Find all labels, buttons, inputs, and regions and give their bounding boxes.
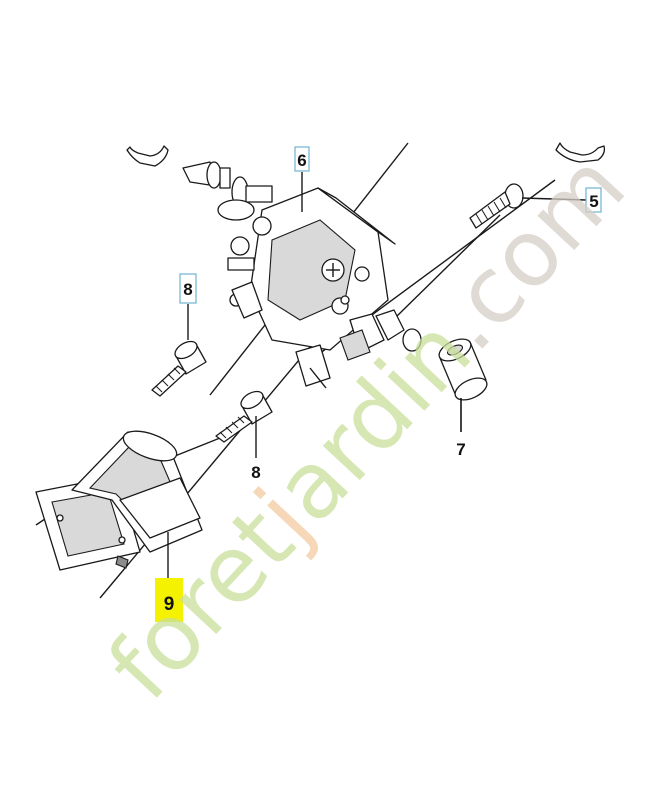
carburetor [227,187,422,389]
part-label-8-lower: 8 [251,463,260,482]
part-label-5: 5 [585,187,602,213]
part-label-6: 6 [294,146,310,172]
part-label-7: 7 [456,440,465,459]
part-number: 9 [164,594,175,615]
clip-fragment [126,145,169,167]
label-box [179,273,197,304]
bolt-8-upper [151,304,207,397]
part-number: 5 [589,192,598,211]
part-number: 8 [251,463,260,482]
intake-flange-9 [35,430,203,578]
spacer-7 [438,338,488,432]
part-label-9: 9 [155,578,183,622]
label-box [585,187,602,213]
clip-fragment [555,142,606,163]
bolt-8-lower [215,390,273,458]
fuel-nipple [182,161,273,221]
highlight-box [155,578,183,622]
part-label-8-upper: 8 [179,273,197,304]
part-number: 7 [456,440,465,459]
part-number: 6 [297,151,306,170]
label-box [294,146,310,172]
part-number: 8 [183,280,192,299]
screw-5 [469,183,587,229]
assembly-axis-line [394,214,501,319]
